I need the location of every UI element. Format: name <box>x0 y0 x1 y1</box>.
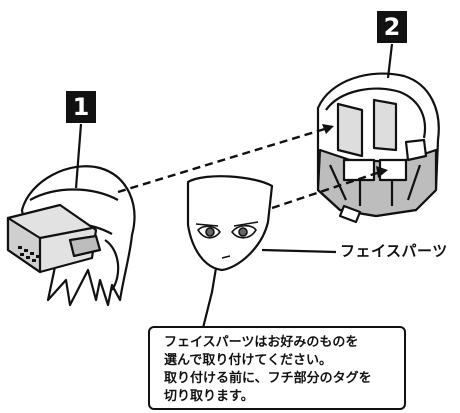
face-eyes <box>195 221 259 239</box>
part-number-1-badge: 1 <box>66 91 96 123</box>
hair-part <box>6 165 136 307</box>
instruction-line: 切り取ります。 <box>164 389 254 404</box>
face-parts-label: フェイスパーツ <box>340 242 448 260</box>
face-part <box>186 175 274 272</box>
head-frame-part <box>316 72 440 224</box>
leader-lines <box>74 43 394 333</box>
instruction-line: 取り付ける前に、フチ部分のタグを <box>164 371 372 386</box>
instruction-line: フェイスパーツはお好みのものを <box>164 335 359 350</box>
hair-vent-grille <box>18 246 40 262</box>
part-number-2-badge: 2 <box>377 11 407 43</box>
guide-arrowheads <box>322 124 388 178</box>
instruction-line: 選んで取り付けてください。 <box>164 353 332 368</box>
instruction-callout: フェイスパーツはお好みのものを 選んで取り付けてください。 取り付ける前に、フチ… <box>148 326 406 410</box>
assembly-guide-lines <box>117 126 381 210</box>
